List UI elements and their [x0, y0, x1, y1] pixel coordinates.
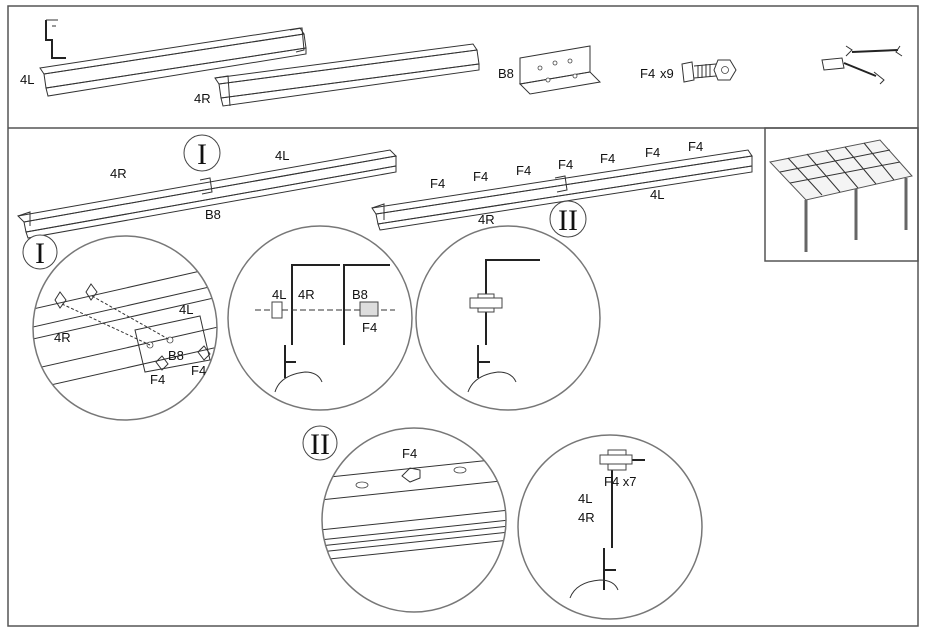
- detail-2-section-label-f4: F4 x7: [604, 474, 637, 489]
- page-frame: [8, 6, 918, 626]
- overview-fastener-7: F4: [688, 139, 703, 154]
- bracket-part: [520, 46, 600, 94]
- detail-1-assembled: [468, 260, 540, 392]
- overview-left-label-4r: 4R: [110, 166, 127, 181]
- step-marker-2: II: [558, 204, 578, 237]
- detail-1-zoom-label-4l: 4L: [179, 302, 193, 317]
- overview-fastener-2: F4: [473, 169, 488, 184]
- detail-1-zoom-label-f4-a: F4: [150, 372, 165, 387]
- overview-left-label-b8: B8: [205, 207, 221, 222]
- screwdriver-icon: [822, 58, 884, 84]
- detail-2-zoom-label-f4: F4: [402, 446, 417, 461]
- detail-1-section-label-4l: 4L: [272, 287, 286, 302]
- overview-fastener-6: F4: [645, 145, 660, 160]
- profile-symbol: [46, 20, 66, 58]
- fastener-qty-label: x9: [660, 66, 674, 81]
- overview-right-label-4l: 4L: [650, 187, 664, 202]
- fastener-part-label: F4: [640, 66, 655, 81]
- detail-1-section-label-f4: F4: [362, 320, 377, 335]
- overview-fastener-1: F4: [430, 176, 445, 191]
- overview-fastener-5: F4: [600, 151, 615, 166]
- detail-1-section-label-b8: B8: [352, 287, 368, 302]
- overview-fastener-4: F4: [558, 157, 573, 172]
- detail-1-assembled-circle: [416, 226, 600, 410]
- bolt-icon: [682, 60, 736, 82]
- detail-1-section-circle: [228, 226, 412, 410]
- detail-2-marker: II: [310, 428, 330, 461]
- rail-part-4r-label: 4R: [194, 91, 211, 106]
- detail-1-marker: I: [35, 237, 45, 270]
- bracket-part-label: B8: [498, 66, 514, 81]
- overview-left-label-4l: 4L: [275, 148, 289, 163]
- detail-2-section-label-4r: 4R: [578, 510, 595, 525]
- detail-1-zoom-label-f4-b: F4: [191, 363, 206, 378]
- detail-1-zoom-label-b8: B8: [168, 348, 184, 363]
- rail-part-4l: [40, 28, 306, 96]
- detail-2-zoom: [320, 458, 510, 560]
- pergola-preview: [770, 140, 912, 252]
- detail-2-section-label-4l: 4L: [578, 491, 592, 506]
- rail-part-4r: [215, 44, 479, 106]
- detail-1-zoom: [20, 262, 240, 392]
- step-marker-1: I: [197, 138, 207, 171]
- rail-part-4l-label: 4L: [20, 72, 34, 87]
- wrench-icon: [846, 46, 902, 56]
- detail-1-zoom-label-4r: 4R: [54, 330, 71, 345]
- overview-fastener-3: F4: [516, 163, 531, 178]
- detail-1-section-label-4r: 4R: [298, 287, 315, 302]
- detail-1-zoom-circle: [33, 236, 217, 420]
- overview-right-label-4r: 4R: [478, 212, 495, 227]
